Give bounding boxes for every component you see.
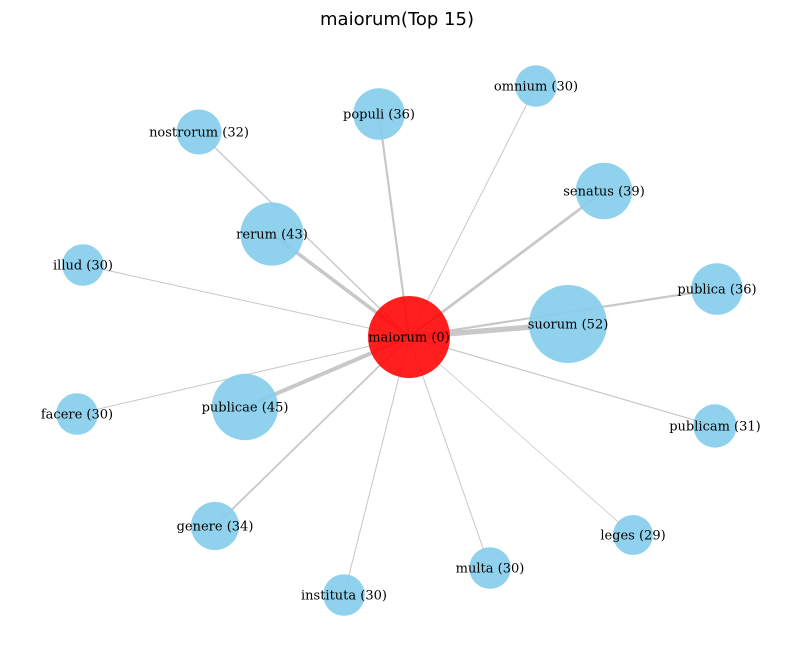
node-omnium[interactable] <box>515 65 557 107</box>
node-label-senatus: senatus (39) <box>563 185 645 200</box>
node-label-publicam: publicam (31) <box>669 420 761 435</box>
node-illud[interactable] <box>62 244 104 286</box>
node-rerum[interactable] <box>240 202 304 266</box>
node-label-facere: facere (30) <box>41 408 113 423</box>
node-publica[interactable] <box>691 263 743 315</box>
node-senatus[interactable] <box>575 162 633 220</box>
node-publicae[interactable] <box>211 373 279 441</box>
node-leges[interactable] <box>613 515 653 555</box>
edge-omnium <box>408 85 537 338</box>
node-label-instituta: instituta (30) <box>301 589 387 604</box>
edge-leges <box>408 336 634 536</box>
node-nostrorum[interactable] <box>176 109 222 155</box>
node-label-multa: multa (30) <box>456 562 525 577</box>
node-layer <box>56 65 743 616</box>
edge-instituta <box>343 336 410 596</box>
node-label-genere: genere (34) <box>177 520 254 535</box>
graph-title: maiorum(Top 15) <box>320 9 474 30</box>
node-facere[interactable] <box>56 393 98 435</box>
node-populi[interactable] <box>353 88 405 140</box>
node-label-leges: leges (29) <box>600 529 665 544</box>
node-suorum[interactable] <box>529 285 607 363</box>
node-label-maiorum-center: maiorum (0) <box>368 331 450 346</box>
node-label-populi: populi (36) <box>343 108 415 123</box>
label-layer: suorum (52) publicae (45) rerum (43) sen… <box>41 80 761 604</box>
node-maiorum-center[interactable] <box>368 296 450 378</box>
node-label-publicae: publicae (45) <box>202 401 289 416</box>
node-genere[interactable] <box>190 501 240 551</box>
node-label-nostrorum: nostrorum (32) <box>149 126 249 141</box>
node-label-rerum: rerum (43) <box>236 228 308 243</box>
edge-publicam <box>408 336 716 427</box>
node-label-omnium: omnium (30) <box>494 80 578 95</box>
node-label-publica: publica (36) <box>677 283 756 298</box>
node-publicam[interactable] <box>693 404 737 448</box>
edge-genere <box>214 336 410 527</box>
node-label-illud: illud (30) <box>53 259 113 274</box>
node-multa[interactable] <box>469 547 511 589</box>
edge-illud <box>82 264 410 338</box>
node-instituta[interactable] <box>323 574 365 616</box>
node-label-suorum: suorum (52) <box>528 318 609 333</box>
edge-nostrorum <box>198 131 410 338</box>
